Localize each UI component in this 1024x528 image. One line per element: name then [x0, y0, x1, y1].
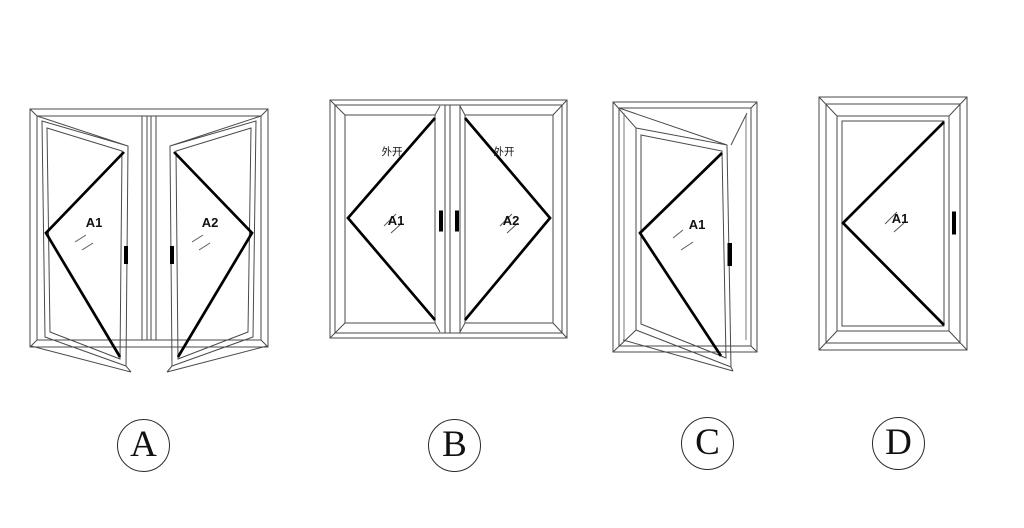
handle [952, 211, 956, 235]
left-sash-open [30, 115, 132, 373]
sash-open [618, 107, 748, 372]
frame-reveal-lines [623, 113, 747, 341]
frame-outline [329, 99, 568, 339]
handle [727, 243, 732, 266]
window-drawing-b: 外开 外开 A1 A2 [320, 92, 576, 348]
option-badge-d: D [872, 417, 925, 470]
window-drawing-c: A1 [605, 95, 775, 380]
option-badge-b: B [428, 419, 481, 472]
handle-left [124, 246, 128, 264]
open-indicator [841, 121, 945, 326]
frame-outline [29, 108, 269, 348]
open-indicator-right [463, 117, 552, 321]
glass-hatch-a1 [672, 229, 694, 251]
sash-outlines [344, 114, 554, 324]
handle-right [170, 246, 174, 264]
sash-outline [836, 115, 950, 332]
pane-label-a2: A2 [202, 215, 219, 230]
frame-outline [612, 101, 758, 353]
pane-label-a1: A1 [86, 215, 103, 230]
option-badge-c: C [681, 417, 734, 470]
frame-outline [818, 96, 968, 351]
option-letter-c: C [695, 422, 720, 463]
glass-hatch-a2 [191, 234, 211, 251]
open-outward-label-right: 外开 [494, 146, 515, 158]
option-badge-a: A [117, 419, 170, 472]
pane-label-a2: A2 [503, 213, 520, 228]
option-letter-a: A [130, 424, 157, 465]
glass-hatch-a1 [74, 234, 94, 251]
pane-label-a1: A1 [892, 211, 909, 226]
glass-hatch-a1 [884, 211, 905, 233]
window-drawing-a: A1 A2 [20, 95, 280, 380]
open-outward-label-left: 外开 [382, 146, 403, 158]
pane-label-a1: A1 [689, 217, 706, 232]
glass-hatch-a1 [383, 213, 403, 234]
glass-hatch-a2 [499, 213, 519, 234]
option-letter-d: D [885, 422, 912, 463]
handle-left [439, 210, 443, 232]
center-mullion [141, 116, 157, 340]
right-sash-open [166, 115, 268, 373]
open-indicator-left [346, 117, 437, 321]
open-indicator-right [173, 151, 254, 358]
window-drawing-d: A1 [812, 90, 977, 370]
handle-right [455, 210, 459, 232]
option-letter-b: B [442, 424, 467, 465]
open-indicator [638, 152, 723, 357]
open-indicator-left [44, 151, 125, 358]
pane-label-a1: A1 [388, 213, 405, 228]
center-mullion [434, 105, 466, 333]
